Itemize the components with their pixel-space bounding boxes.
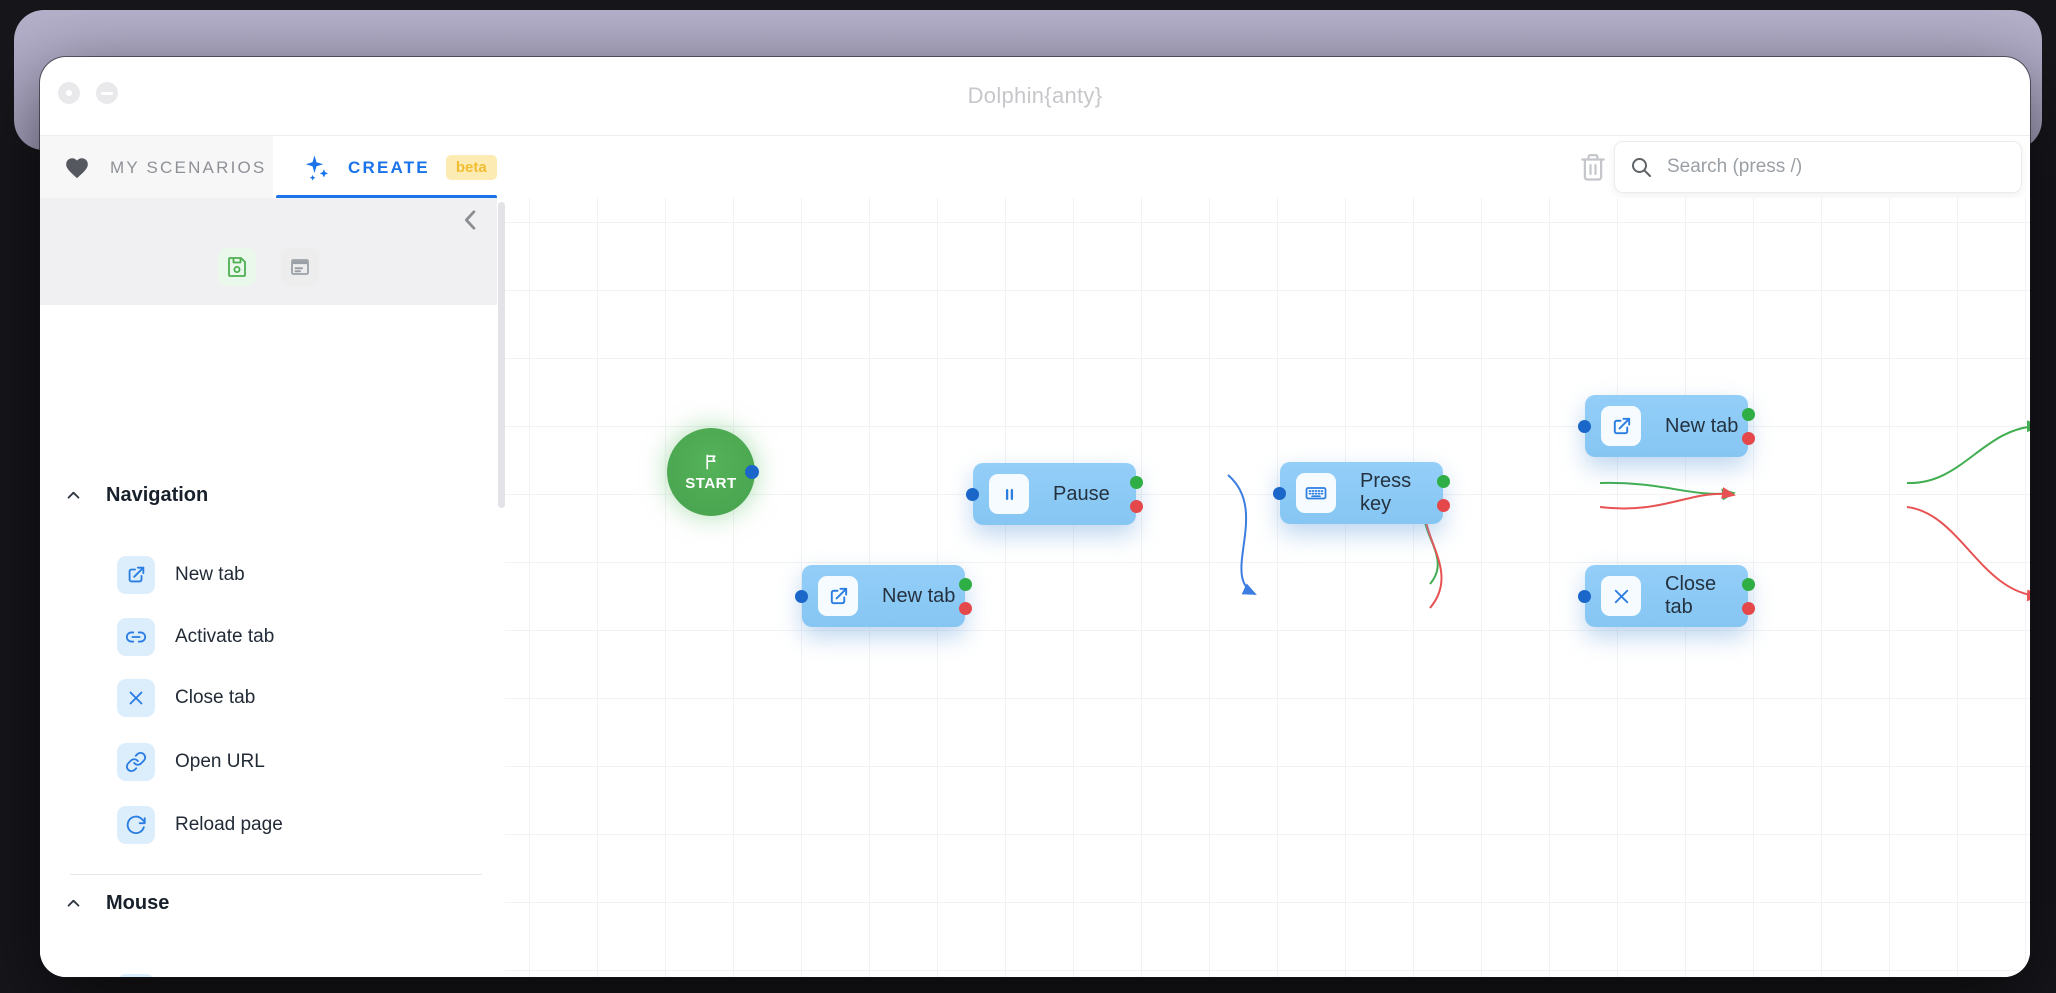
scenario-form-button[interactable] [281, 248, 319, 286]
sidebar-item-label: Open URL [175, 751, 265, 772]
node-start[interactable]: START [667, 428, 759, 516]
section-divider [70, 874, 482, 875]
flag-icon [701, 452, 721, 472]
sidebar-scrollbar[interactable] [498, 202, 505, 508]
new-tab-icon [117, 556, 155, 594]
node-label: New tab [1665, 414, 1739, 437]
reload-page-icon [117, 806, 155, 844]
sidebar-item-activate-tab[interactable]: Activate tab [117, 618, 274, 656]
port-error[interactable] [1742, 432, 1755, 445]
port-error[interactable] [1742, 602, 1755, 615]
sidebar-tools [40, 248, 497, 286]
port-error[interactable] [1437, 499, 1450, 512]
sidebar-item-new-tab[interactable]: New tab [117, 556, 245, 594]
port-error[interactable] [1130, 500, 1143, 513]
edge-presskey-newtab-success [1906, 420, 2030, 485]
port-success[interactable] [1437, 475, 1450, 488]
active-tab-underline [276, 195, 497, 199]
close-tab-icon [117, 679, 155, 717]
sidebar-item-click[interactable]: Click [117, 974, 216, 977]
edge-pause-presskey-error [1599, 487, 1736, 510]
port-out[interactable] [745, 465, 759, 479]
trash-icon [1578, 150, 1608, 184]
edge-presskey-closetab-error [1906, 506, 2030, 602]
search-input[interactable] [1665, 155, 2007, 179]
edge-start-newtab [1227, 474, 1257, 595]
window-minimize-button[interactable] [96, 82, 118, 104]
chevron-up-icon [65, 487, 82, 504]
node-close-tab[interactable]: Close tab [1578, 565, 1755, 627]
section-navigation[interactable]: Navigation [65, 484, 208, 507]
port-in[interactable] [1578, 420, 1591, 433]
node-label: Close tab [1665, 573, 1717, 618]
sidebar-item-label: Close tab [175, 687, 256, 708]
port-success[interactable] [1130, 476, 1143, 489]
close-tab-icon [1601, 576, 1641, 616]
port-in[interactable] [795, 590, 808, 603]
port-in[interactable] [1578, 590, 1591, 603]
section-mouse[interactable]: Mouse [65, 892, 169, 915]
sidebar-item-reload-page[interactable]: Reload page [117, 806, 283, 844]
window-title: Dolphin{anty} [967, 83, 1103, 108]
sidebar-collapse-button[interactable] [457, 206, 485, 234]
chevron-up-icon [65, 895, 82, 912]
new-tab-icon [818, 576, 858, 616]
sidebar-header [40, 198, 497, 305]
tab-create[interactable]: CREATE beta [302, 136, 497, 199]
port-in[interactable] [1273, 487, 1286, 500]
click-icon [117, 974, 155, 977]
port-error[interactable] [959, 602, 972, 615]
form-window-icon [288, 255, 312, 279]
keyboard-icon [1296, 473, 1336, 513]
port-success[interactable] [1742, 408, 1755, 421]
window-back-button[interactable] [58, 82, 80, 104]
sparkles-icon [302, 153, 332, 183]
actions-sidebar: Navigation New tab [40, 198, 505, 977]
tabbar: MY SCENARIOS CREATE beta [40, 136, 2030, 199]
section-label: Mouse [106, 892, 170, 914]
node-press-key[interactable]: Press key [1273, 462, 1450, 524]
edge-pause-presskey-success [1599, 481, 1736, 501]
titlebar: Dolphin{anty} [40, 57, 2030, 136]
node-label: START [685, 475, 737, 492]
port-success[interactable] [959, 578, 972, 591]
port-success[interactable] [1742, 578, 1755, 591]
sidebar-item-label: Reload page [175, 814, 283, 835]
pause-icon [989, 474, 1029, 514]
node-pause[interactable]: Pause [966, 463, 1143, 525]
sidebar-item-close-tab[interactable]: Close tab [117, 679, 255, 717]
node-new-tab-2[interactable]: New tab [1578, 395, 1755, 457]
node-label: Press key [1360, 470, 1412, 515]
sidebar-item-open-url[interactable]: Open URL [117, 743, 265, 781]
node-label: Pause [1053, 482, 1110, 505]
save-scenario-button[interactable] [218, 248, 256, 286]
tab-my-scenarios[interactable]: MY SCENARIOS [40, 136, 273, 199]
search-icon [1629, 155, 1653, 179]
open-url-icon [117, 743, 155, 781]
floppy-save-icon [225, 255, 249, 279]
search-box [1614, 141, 2022, 193]
sidebar-item-label: Activate tab [175, 626, 275, 647]
tab-my-scenarios-label: MY SCENARIOS [110, 157, 267, 177]
section-label: Navigation [106, 484, 209, 506]
delete-scenario-button[interactable] [1578, 150, 1608, 184]
new-tab-icon [1601, 406, 1641, 446]
sidebar-item-label: New tab [175, 564, 245, 585]
heart-icon [64, 155, 90, 181]
content: Navigation New tab [40, 198, 2030, 977]
beta-badge: beta [445, 155, 497, 180]
activate-tab-icon [117, 618, 155, 656]
flow-canvas[interactable] [505, 198, 2030, 977]
node-new-tab-1[interactable]: New tab [795, 565, 972, 627]
node-label: New tab [882, 584, 956, 607]
tab-create-label: CREATE [348, 157, 430, 177]
app-window: Dolphin{anty} MY SCENARIOS [40, 57, 2030, 977]
port-in[interactable] [966, 488, 979, 501]
chevron-left-icon [457, 206, 485, 234]
